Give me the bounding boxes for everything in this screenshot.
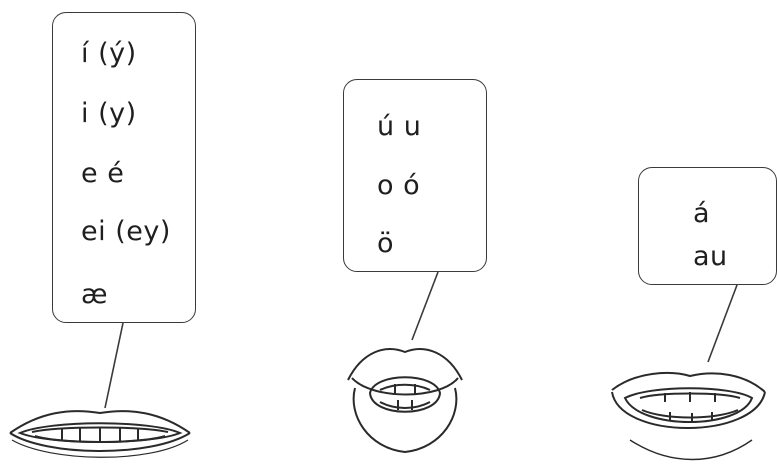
vowel-label: au: [693, 241, 728, 272]
vowel-label: ei (ey): [81, 216, 171, 247]
vowel-label: ú u: [377, 111, 422, 142]
pointer-line-open: [707, 284, 738, 363]
vowel-label: æ: [81, 279, 109, 310]
vowel-label: ö: [377, 228, 395, 259]
vowel-label: e é: [81, 158, 125, 189]
open-lips-icon: [611, 371, 766, 461]
spread-lips-icon: [9, 410, 191, 458]
vowel-label: á: [693, 198, 711, 229]
vowel-label: o ó: [377, 170, 421, 201]
vowel-bubble-spread: í (ý) i (y) e é ei (ey) æ: [52, 12, 196, 323]
pointer-line-spread: [104, 322, 124, 409]
rounded-lips-icon: [347, 348, 463, 454]
vowel-label: í (ý): [81, 38, 137, 69]
vowel-label: i (y): [81, 98, 137, 129]
pointer-line-rounded: [411, 271, 439, 341]
vowel-bubble-rounded: ú u o ó ö: [343, 79, 487, 272]
vowel-bubble-open: á au: [638, 167, 777, 285]
